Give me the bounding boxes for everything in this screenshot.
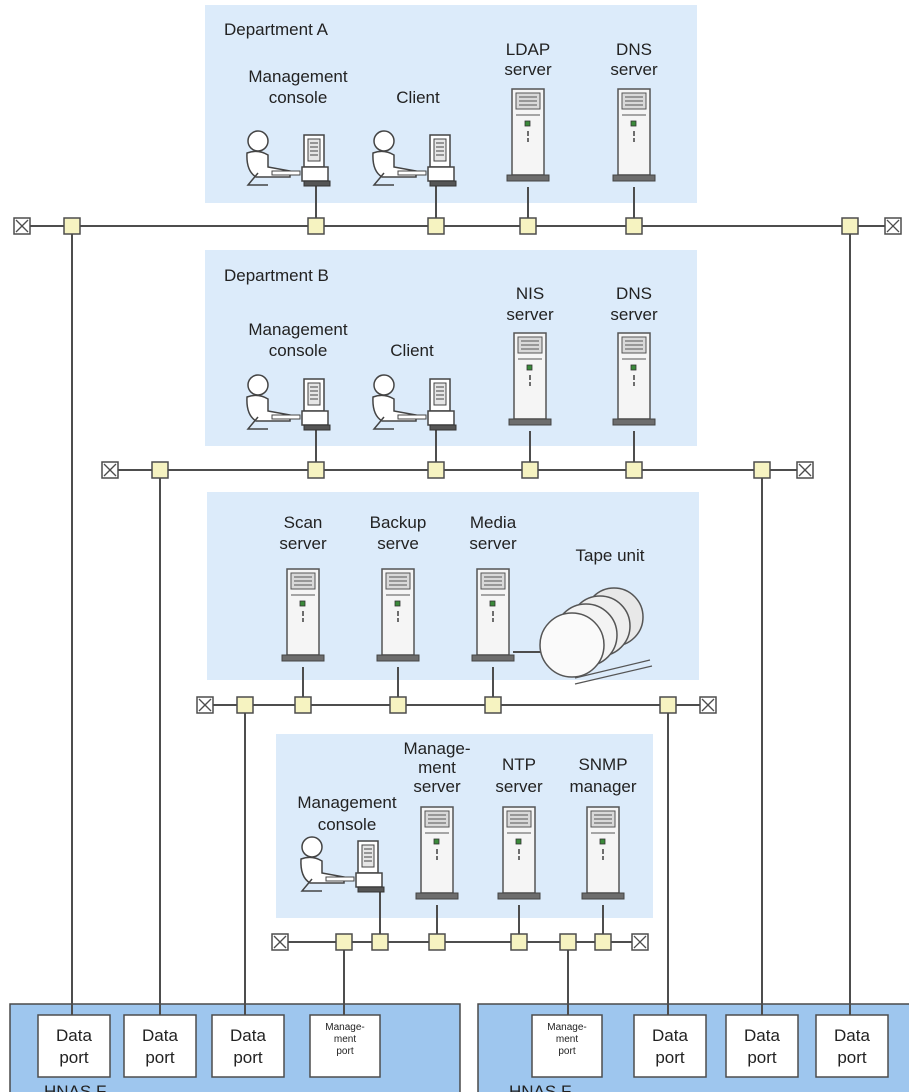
data-port-label: port bbox=[233, 1048, 263, 1067]
hnas-left-data-port-2: Data port bbox=[124, 1015, 196, 1077]
dns-server-label: DNS bbox=[616, 284, 652, 303]
server-icon bbox=[509, 333, 551, 425]
data-port-label: Data bbox=[56, 1026, 92, 1045]
server-icon bbox=[416, 807, 458, 899]
server-icon bbox=[377, 569, 419, 661]
ntp-server-label: server bbox=[495, 777, 543, 796]
hnas-right-data-port-1: Data port bbox=[634, 1015, 706, 1077]
snmp-manager-label: manager bbox=[569, 777, 636, 796]
management-console-label: Management bbox=[248, 67, 348, 86]
management-console-label: console bbox=[318, 815, 377, 834]
management-port-label: port bbox=[336, 1046, 353, 1057]
dns-server-label: server bbox=[610, 60, 658, 79]
ldap-server-label: server bbox=[504, 60, 552, 79]
data-port-label: port bbox=[837, 1048, 867, 1067]
management-port-label: ment bbox=[556, 1034, 578, 1045]
management-server-label: Manage- bbox=[403, 739, 470, 758]
nis-server-label: NIS bbox=[516, 284, 544, 303]
hnas-right-data-port-3: Data port bbox=[816, 1015, 888, 1077]
data-port-label: Data bbox=[834, 1026, 870, 1045]
server-icon bbox=[613, 333, 655, 425]
data-port-label: Data bbox=[744, 1026, 780, 1045]
hnas-right-data-port-2: Data port bbox=[726, 1015, 798, 1077]
backup-server-label: Backup bbox=[370, 513, 427, 532]
management-port-label: Manage- bbox=[325, 1022, 364, 1033]
server-icon bbox=[498, 807, 540, 899]
hnas-left-management-port: Manage- ment port bbox=[310, 1015, 380, 1077]
backup-server-label: serve bbox=[377, 534, 419, 553]
server-icon bbox=[613, 89, 655, 181]
client-label: Client bbox=[396, 88, 440, 107]
management-console-label: console bbox=[269, 88, 328, 107]
hnas-right-management-port: Manage- ment port bbox=[532, 1015, 602, 1077]
scan-server-label: server bbox=[279, 534, 327, 553]
management-server-label: server bbox=[413, 777, 461, 796]
server-icon bbox=[582, 807, 624, 899]
hnas-left-data-port-3: Data port bbox=[212, 1015, 284, 1077]
management-port-label: port bbox=[558, 1046, 575, 1057]
media-server-label: server bbox=[469, 534, 517, 553]
department-b-title: Department B bbox=[224, 266, 329, 285]
client-label: Client bbox=[390, 341, 434, 360]
management-console-label: Management bbox=[297, 793, 397, 812]
management-console-label: console bbox=[269, 341, 328, 360]
dns-server-label: DNS bbox=[616, 40, 652, 59]
data-port-label: port bbox=[145, 1048, 175, 1067]
tape-unit-label: Tape unit bbox=[576, 546, 645, 565]
data-port-label: port bbox=[747, 1048, 777, 1067]
hnas-left-label: HNAS F bbox=[44, 1082, 106, 1092]
backup-zone bbox=[207, 492, 699, 680]
ntp-server-label: NTP bbox=[502, 755, 536, 774]
data-port-label: Data bbox=[652, 1026, 688, 1045]
management-port-label: ment bbox=[334, 1034, 356, 1045]
hnas-left-data-port-1: Data port bbox=[38, 1015, 110, 1077]
management-console-label: Management bbox=[248, 320, 348, 339]
media-server-label: Media bbox=[470, 513, 517, 532]
snmp-manager-label: SNMP bbox=[578, 755, 627, 774]
department-a-title: Department A bbox=[224, 20, 329, 39]
server-icon bbox=[507, 89, 549, 181]
nis-server-label: server bbox=[506, 305, 554, 324]
server-icon bbox=[472, 569, 514, 661]
data-port-label: Data bbox=[230, 1026, 266, 1045]
scan-server-label: Scan bbox=[284, 513, 323, 532]
data-port-label: port bbox=[655, 1048, 685, 1067]
management-server-label: ment bbox=[418, 758, 456, 777]
data-port-label: Data bbox=[142, 1026, 178, 1045]
management-port-label: Manage- bbox=[547, 1022, 586, 1033]
data-port-label: port bbox=[59, 1048, 89, 1067]
hnas-right-label: HNAS F bbox=[509, 1082, 571, 1092]
dns-server-label: server bbox=[610, 305, 658, 324]
ldap-server-label: LDAP bbox=[506, 40, 550, 59]
server-icon bbox=[282, 569, 324, 661]
